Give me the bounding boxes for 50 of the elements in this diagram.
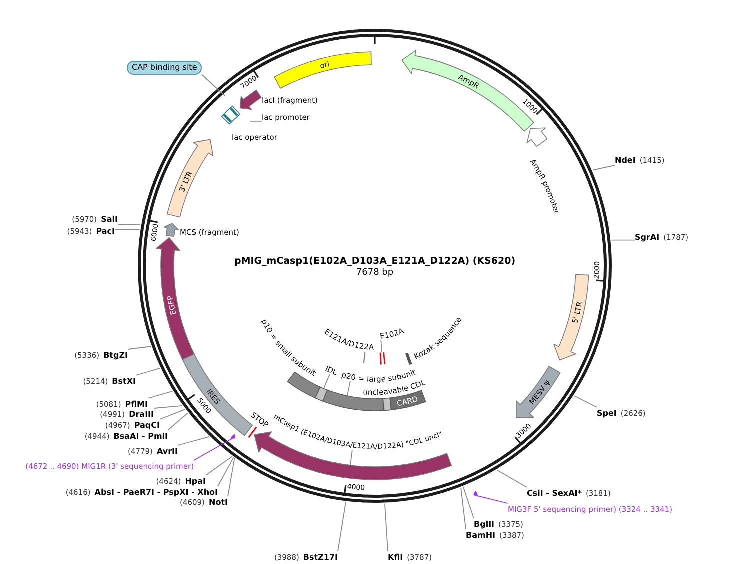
leader-line (574, 396, 598, 408)
leader-line (460, 487, 466, 530)
leader-line (350, 450, 353, 466)
leader-line (323, 374, 330, 390)
restriction-enzyme-name: SpeI (597, 408, 617, 418)
restriction-enzyme-name: BamHI (466, 530, 496, 540)
restriction-enzyme-name: DraIII (129, 408, 154, 420)
restriction-enzyme-name: HpaI (185, 476, 206, 486)
leader-line (338, 502, 346, 552)
leader-line (462, 486, 474, 519)
leader-line (228, 458, 236, 497)
restriction-enzyme-name: AvrII (156, 446, 178, 456)
leader-line (218, 457, 234, 487)
plasmid-name: pMIG_mCasp1(E102A_D103A_E121A_D122A) (KS620) (234, 256, 516, 268)
leader-line (592, 165, 616, 171)
leader-line (380, 340, 383, 354)
leader-line (384, 503, 388, 552)
leader-line (250, 120, 262, 122)
leader-line (118, 224, 141, 226)
leader-line (346, 380, 351, 397)
leader-line (178, 436, 210, 446)
restriction-enzyme-name: SgrAI (635, 232, 660, 242)
plasmid-size: 7678 bp (356, 268, 394, 279)
restriction-enzyme-name: PaqCI (134, 420, 160, 430)
leader-line (206, 456, 233, 476)
leader-line (194, 438, 234, 461)
restriction-enzyme-name: CsiI - SexAI* (527, 488, 582, 498)
restriction-enzyme-name: PflMI (125, 398, 148, 410)
leader-line (148, 390, 174, 399)
leader-line (160, 409, 186, 420)
leader-line (154, 405, 183, 409)
restriction-enzyme-name: BsaAI - PmlI (114, 430, 168, 442)
restriction-enzyme-name: BglII (474, 518, 495, 530)
restriction-enzyme-name: KflI (388, 552, 404, 562)
restriction-enzyme-name: SalI (101, 214, 118, 224)
restriction-enzyme-name: NdeI (615, 154, 636, 166)
leader-line (202, 74, 226, 97)
leader-line (611, 240, 636, 241)
restriction-enzyme-name: BstXI (112, 376, 136, 386)
leader-line (168, 412, 188, 431)
leader-line (128, 346, 152, 350)
feature-tag: CAP binding site (127, 61, 202, 75)
restriction-enzyme-name: NotI (209, 496, 228, 508)
leader-line (496, 470, 528, 488)
leader-line (136, 368, 161, 376)
restriction-enzyme-name: AbsI - PaeR7I - PspXI - XhoI (94, 486, 218, 498)
restriction-enzyme-name: BtgZI (104, 350, 128, 360)
restriction-enzyme-name: BstZ17I (303, 552, 338, 562)
restriction-enzyme-name: PacI (96, 226, 115, 236)
leader-line (476, 495, 508, 504)
